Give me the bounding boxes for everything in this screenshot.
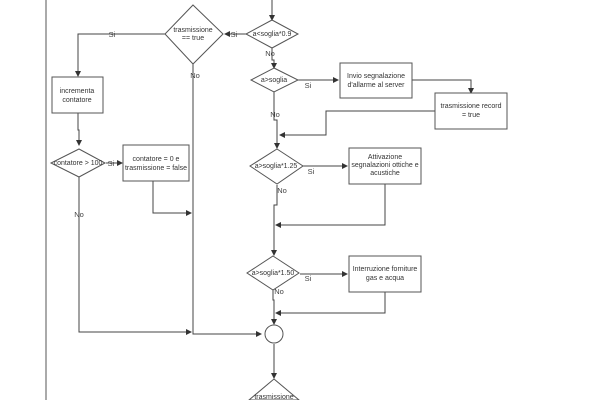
decision-a-gt-soglia-150[interactable]: a>soglia*1.50 <box>246 255 300 291</box>
decision-text: a>soglia*1.25 <box>255 163 298 170</box>
edge-label-no: No <box>274 287 284 296</box>
process-text: contatore = 0 e <box>133 156 180 163</box>
process-text: incrementa <box>60 88 95 95</box>
connector-to-junction <box>192 331 262 337</box>
process-contatore-reset[interactable]: contatore = 0 e trasmissione = false <box>122 144 190 182</box>
connector-soglia-no <box>273 92 280 149</box>
decision-a-gt-soglia-125[interactable]: a>soglia*1.25 <box>249 148 304 185</box>
decision-a-lt-soglia-09[interactable]: a<soglia*0.9 <box>244 19 300 49</box>
decision-text: trasmissione <box>254 394 293 400</box>
decision-trasmissione-true[interactable]: trasmissione == true <box>164 4 224 65</box>
process-text: Attivazione <box>368 154 402 161</box>
process-invio-segnalazione[interactable]: Invio segnalazione d'allarme al server <box>339 62 413 99</box>
edge-label-si: Si <box>308 167 315 176</box>
process-text: gas e acqua <box>366 275 404 282</box>
connector-trasmissione-si <box>75 33 165 77</box>
connector-record-return <box>279 110 435 138</box>
edge-label-si: Si <box>109 30 116 39</box>
edge-label-no: No <box>190 71 200 80</box>
process-text: trasmissione record <box>440 103 501 110</box>
decision-text: contatore > 100 <box>54 160 103 167</box>
connector-soglia09-no <box>271 48 277 69</box>
edge-label-si: Si <box>108 159 115 168</box>
process-text: contatore <box>62 97 91 104</box>
edge-label-si: Si <box>231 30 238 39</box>
decision-text: a>soglia <box>261 77 287 84</box>
decision-text: trasmissione <box>173 27 212 34</box>
process-text: Invio segnalazione <box>347 73 405 80</box>
connector-reset-merge <box>152 181 192 216</box>
connector-interruzione-return <box>275 292 386 316</box>
connector-attivazione-return <box>275 184 386 228</box>
process-text: acustiche <box>370 170 400 177</box>
connector-soglia125-no <box>271 185 278 256</box>
edge-label-si: Si <box>305 81 312 90</box>
connector-incrementa-contatore <box>76 113 82 146</box>
process-interruzione-forniture[interactable]: Interruzione forniture gas e acqua <box>348 255 422 293</box>
decision-text: == true <box>182 35 204 42</box>
process-incrementa-contatore[interactable]: incrementa contatore <box>51 76 104 114</box>
process-text: Interruzione forniture <box>353 266 418 273</box>
process-trasmissione-record[interactable]: trasmissione record = true <box>434 92 508 130</box>
edge-label-no: No <box>270 110 280 119</box>
edge-label-no: No <box>265 49 275 58</box>
decision-text: a<soglia*0.9 <box>253 31 292 38</box>
process-text: segnalazioni ottiche e <box>351 162 418 169</box>
decision-trasmissione-bottom[interactable]: trasmissione <box>248 378 300 400</box>
connector-invio-record <box>412 79 474 94</box>
connector-soglia150-no <box>271 290 277 325</box>
junction-circle[interactable] <box>264 324 284 344</box>
decision-a-gt-soglia[interactable]: a>soglia <box>249 67 300 93</box>
edge-label-no: No <box>74 210 84 219</box>
process-attivazione-segnalazioni[interactable]: Attivazione segnalazioni ottiche e acust… <box>348 147 422 185</box>
decision-contatore-gt-100[interactable]: contatore > 100 <box>49 148 107 178</box>
edge-label-no: No <box>277 186 287 195</box>
process-text: trasmissione = false <box>125 165 187 172</box>
decision-text: a>soglia*1.50 <box>252 270 295 277</box>
process-text: = true <box>462 112 480 119</box>
edge-label-si: Si <box>305 274 312 283</box>
connector-contatore-no <box>78 177 192 335</box>
process-text: d'allarme al server <box>348 82 406 89</box>
